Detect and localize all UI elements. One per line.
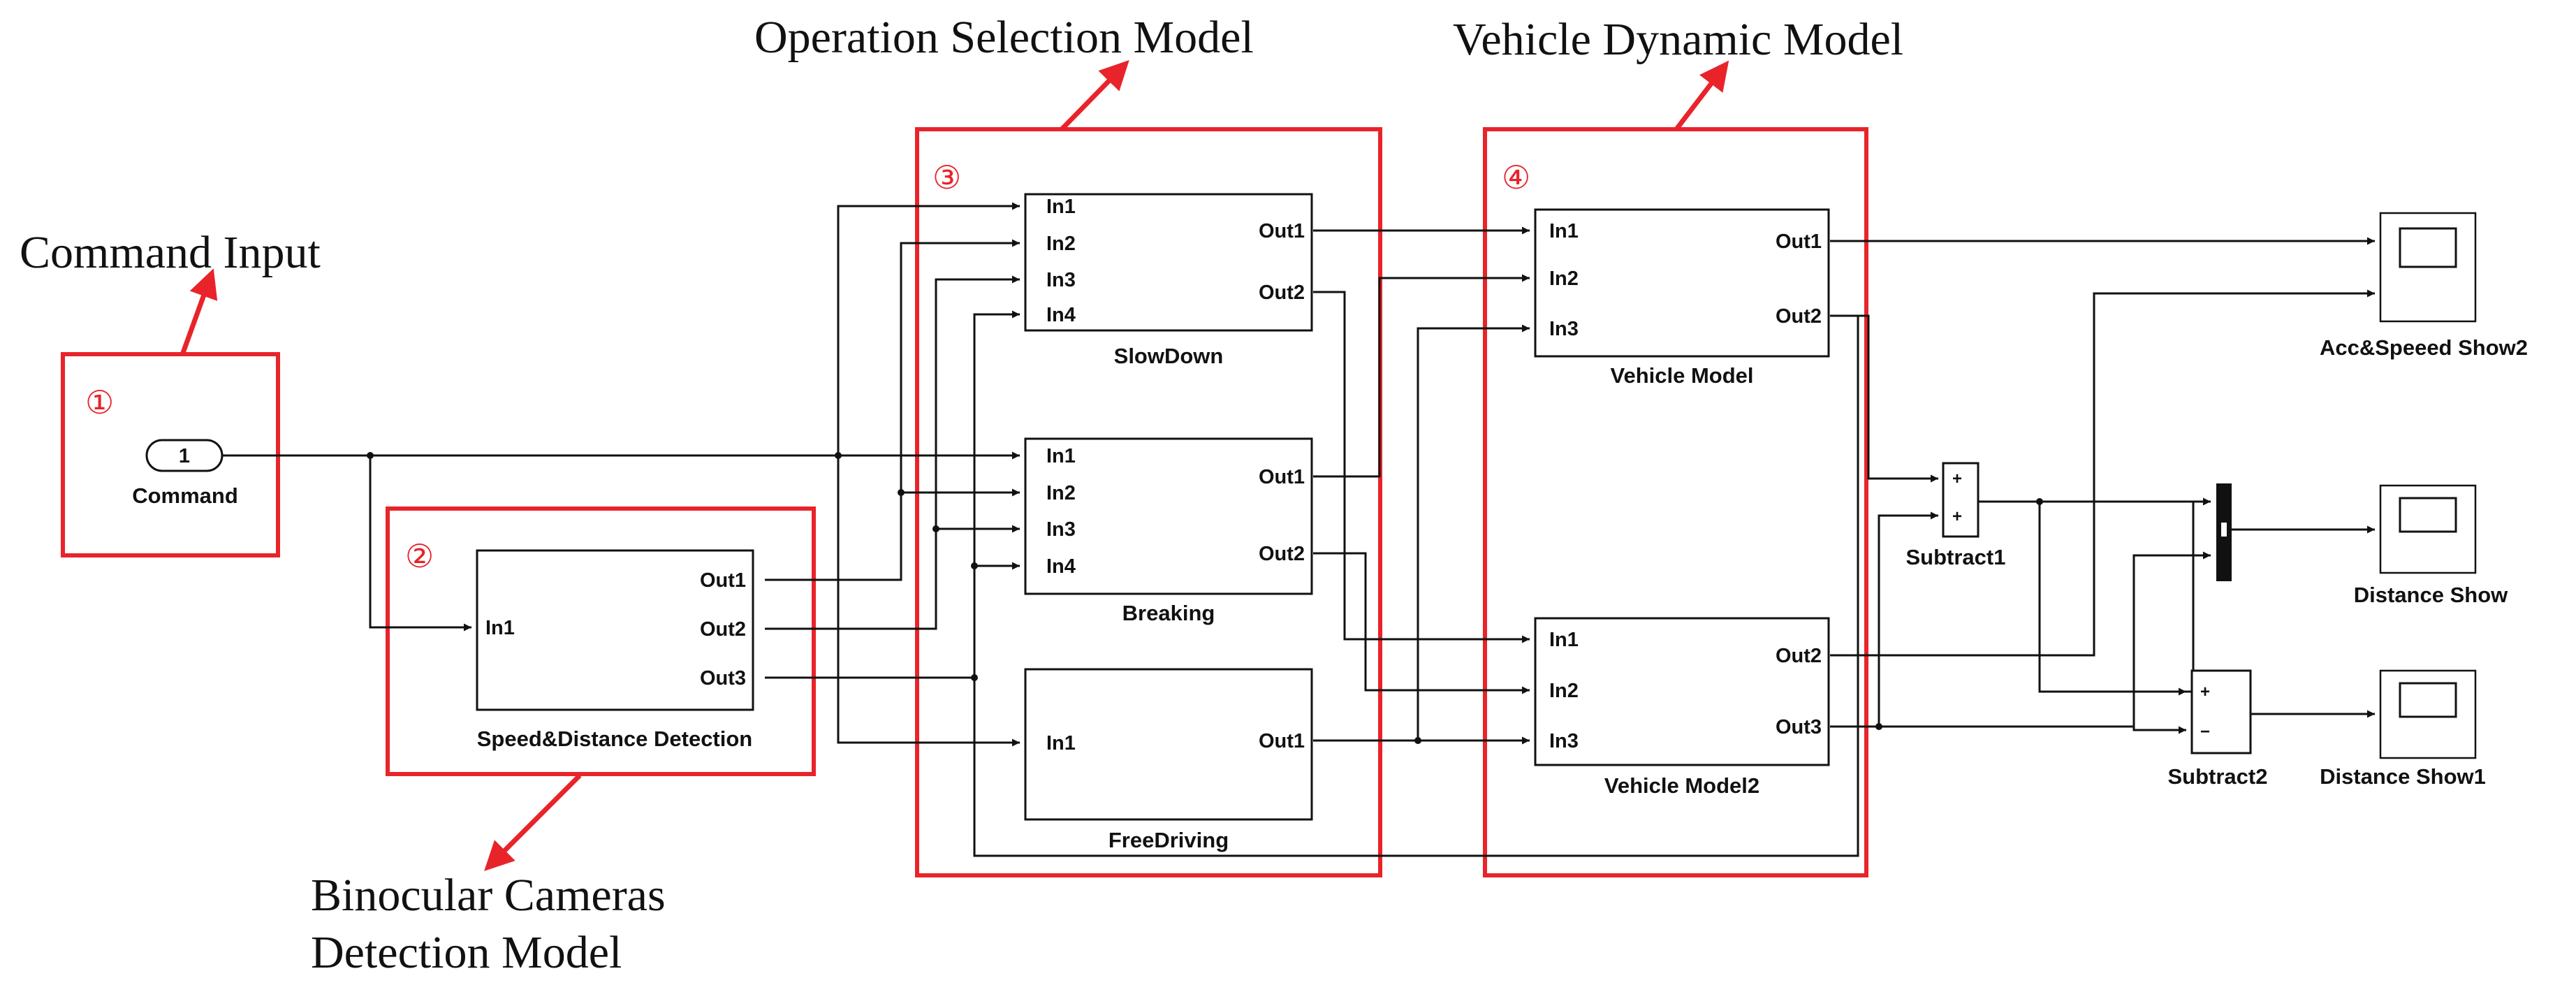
annotation-command-input: Command Input <box>20 227 321 278</box>
scope1-block-name: Acc&Speeed Show2 <box>2320 335 2528 360</box>
group-box-detection <box>386 506 816 776</box>
subtract1-sum-block[interactable]: + + Subtract1 <box>1906 462 2006 569</box>
detection-port-out2: Out2 <box>700 618 746 641</box>
annotation-arrow-operation <box>1060 59 1129 131</box>
detection-port-out1: Out1 <box>700 569 746 592</box>
detection-subsystem-block[interactable]: In1 Out1 Out2 Out3 Speed&Distance Detect… <box>476 549 754 751</box>
freedriving-port-in1: In1 <box>1046 732 1076 754</box>
slowdown-port-in2: In2 <box>1046 233 1076 255</box>
vehicle-model2-port-out3: Out3 <box>1776 716 1822 738</box>
breaking-port-in4: In4 <box>1046 555 1076 578</box>
scope-distance-show[interactable]: Distance Show <box>2354 484 2508 607</box>
slowdown-port-out2: Out2 <box>1259 282 1305 304</box>
breaking-port-in1: In1 <box>1046 445 1076 467</box>
freedriving-subsystem-block[interactable]: In1 Out1 FreeDriving <box>1024 668 1313 852</box>
vehicle-model2-port-in2: In2 <box>1549 680 1579 702</box>
vehicle-model2-port-in1: In1 <box>1549 629 1579 651</box>
scope-distance-show1[interactable]: Distance Show1 <box>2320 669 2486 789</box>
slowdown-port-out1: Out1 <box>1259 220 1305 242</box>
slowdown-subsystem-block[interactable]: In1 In2 In3 In4 Out1 Out2 SlowDown <box>1024 193 1313 368</box>
subtract2-sign-1: + <box>2200 683 2210 701</box>
scope-acc-speed-show2[interactable]: Acc&Speeed Show2 <box>2320 212 2528 360</box>
vehicle-model-subsystem-block[interactable]: In1 In2 In3 Out1 Out2 Vehicle Model <box>1534 208 1830 388</box>
freedriving-block-name: FreeDriving <box>1108 828 1229 852</box>
subtract2-block-name: Subtract2 <box>2168 764 2268 789</box>
junction-dots <box>367 452 2043 744</box>
annotation-operation-selection: Operation Selection Model <box>754 12 1254 63</box>
vehicle-model2-port-out2: Out2 <box>1776 645 1822 667</box>
group-box-vehicle <box>1483 127 1868 877</box>
marker-3: ③ <box>932 159 961 196</box>
slowdown-port-in4: In4 <box>1046 304 1076 326</box>
vehicle-model-port-out1: Out1 <box>1776 231 1822 253</box>
subtract1-sign-2: + <box>1952 507 1962 526</box>
detection-block-name: Speed&Distance Detection <box>477 727 753 751</box>
vehicle-model2-port-in3: In3 <box>1549 730 1579 752</box>
breaking-port-in3: In3 <box>1046 518 1076 541</box>
annotation-vehicle-dynamic: Vehicle Dynamic Model <box>1453 14 1903 65</box>
annotation-arrow-command <box>180 268 218 354</box>
command-inport-value: 1 <box>179 445 190 467</box>
group-box-operation <box>915 127 1382 877</box>
signal-wires <box>222 202 2375 857</box>
marker-2: ② <box>405 537 434 575</box>
marker-4: ④ <box>1502 159 1530 196</box>
vehicle-model2-subsystem-block[interactable]: In1 In2 In3 Out2 Out3 Vehicle Model2 <box>1534 617 1830 798</box>
subtract1-block-name: Subtract1 <box>1906 545 2006 569</box>
annotation-arrow-binocular <box>484 773 582 871</box>
subtract1-sign-1: + <box>1952 469 1962 488</box>
breaking-subsystem-block[interactable]: In1 In2 In3 In4 Out1 Out2 Breaking <box>1024 437 1313 625</box>
annotation-arrow-vehicle <box>1674 60 1729 131</box>
slowdown-port-in3: In3 <box>1046 269 1076 291</box>
slowdown-port-in1: In1 <box>1046 196 1076 218</box>
detection-port-in1: In1 <box>485 617 515 639</box>
vehicle-model-port-in3: In3 <box>1549 318 1579 340</box>
detection-port-out3: Out3 <box>700 667 746 690</box>
command-inport-block[interactable]: 1 Command <box>132 439 238 508</box>
subtract2-sum-block[interactable]: + − Subtract2 <box>2168 669 2268 789</box>
mux-block[interactable] <box>2216 483 2232 581</box>
vehicle-model-port-out2: Out2 <box>1776 305 1822 328</box>
breaking-port-out2: Out2 <box>1259 543 1305 565</box>
vehicle-model-port-in1: In1 <box>1549 220 1579 242</box>
freedriving-port-out1: Out1 <box>1259 730 1305 752</box>
scope3-block-name: Distance Show1 <box>2320 764 2486 789</box>
breaking-port-in2: In2 <box>1046 482 1076 504</box>
scope2-block-name: Distance Show <box>2354 583 2508 607</box>
subtract2-sign-2: − <box>2200 722 2210 741</box>
breaking-block-name: Breaking <box>1122 601 1215 625</box>
slowdown-block-name: SlowDown <box>1114 344 1224 368</box>
vehicle-model-port-in2: In2 <box>1549 268 1579 290</box>
breaking-port-out1: Out1 <box>1259 466 1305 488</box>
vehicle-model2-block-name: Vehicle Model2 <box>1604 773 1759 798</box>
annotation-binocular-line2: Detection Model <box>311 927 622 978</box>
command-block-name: Command <box>132 483 238 508</box>
vehicle-model-block-name: Vehicle Model <box>1610 363 1753 388</box>
marker-1: ① <box>85 384 114 421</box>
annotation-binocular-line1: Binocular Cameras <box>311 870 666 921</box>
